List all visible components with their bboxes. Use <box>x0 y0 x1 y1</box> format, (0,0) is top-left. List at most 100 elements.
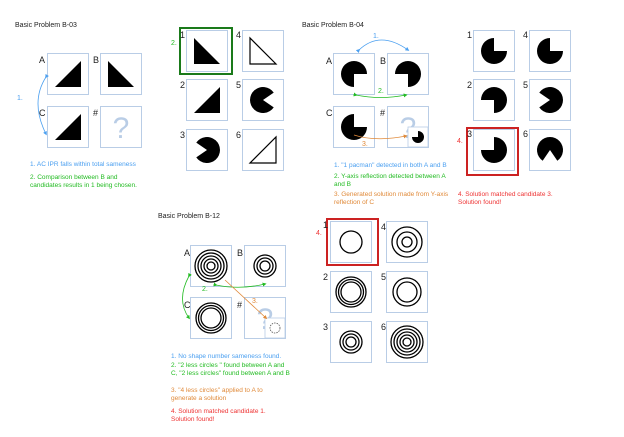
note-1: 1. No shape number sameness found. <box>171 353 282 360</box>
cell-figure <box>390 325 424 359</box>
cand-num: 3 <box>323 322 329 332</box>
cell-figure <box>391 226 423 258</box>
candidate-4 <box>242 30 284 72</box>
candidate-1 <box>186 30 228 72</box>
cell-figure <box>55 61 81 87</box>
candidate-4 <box>386 221 428 263</box>
cell-figure <box>537 137 563 161</box>
cell-figure <box>55 114 81 140</box>
candidate-3 <box>473 129 515 171</box>
solution-highlight <box>326 218 379 266</box>
cell-figure <box>195 302 227 334</box>
cell-figure <box>248 135 277 164</box>
cand-num: 2 <box>323 272 329 282</box>
cell-figure: ? <box>257 303 285 338</box>
matrix-cell-a <box>190 245 232 287</box>
matrix-cell-c <box>190 297 232 339</box>
matrix-cell-unknown: ? <box>244 297 286 339</box>
cell-figure <box>196 137 220 163</box>
label-c: C <box>39 108 46 118</box>
matrix-cell-b <box>244 245 286 287</box>
label-b: B <box>237 248 244 258</box>
cell-figure: ? <box>400 112 428 147</box>
cell-figure <box>108 61 134 87</box>
cell-figure <box>249 36 278 65</box>
arrow-marker-3: 3. <box>362 141 368 148</box>
cell-figure <box>194 249 228 283</box>
solution-highlight <box>466 127 519 176</box>
note-4: 4. Solution matched candidate 3. Solutio… <box>458 191 553 206</box>
matrix-cell-a <box>47 53 89 95</box>
cell-figure <box>481 87 507 113</box>
problem-title-b03: Basic Problem B-03 <box>15 22 77 29</box>
candidate-5 <box>386 271 428 313</box>
note-4: 4. Solution matched candidate 1. Solutio… <box>171 408 266 423</box>
cell-figure <box>481 137 507 163</box>
cand-num: 1 <box>467 30 473 40</box>
cell-figure <box>253 254 277 278</box>
cand-num: 1 <box>180 30 186 40</box>
note-1: 1. "1 pacman" detected in both A and B <box>334 162 447 169</box>
candidate-6 <box>386 321 428 363</box>
note-1: 1. AC IPR falls within total sameness <box>30 161 136 168</box>
cand-num: 5 <box>236 80 242 90</box>
chosen-highlight <box>179 27 233 75</box>
label-a: A <box>326 56 333 66</box>
label-b: B <box>93 55 100 65</box>
matrix-cell-b <box>100 53 142 95</box>
cell-figure <box>194 87 220 113</box>
arrow-marker-3: 3. <box>252 298 258 305</box>
matrix-cell-c <box>47 106 89 148</box>
matrix-cell-b <box>387 53 429 95</box>
candidate-marker: 2. <box>171 40 177 47</box>
cand-num: 6 <box>523 129 529 139</box>
cand-num: 1 <box>323 220 329 230</box>
note-3: 3. "4 less circles" applied to A to gene… <box>171 387 263 402</box>
cell-figure <box>395 61 421 87</box>
cell-figure <box>392 277 422 307</box>
matrix-cell-unknown: ? <box>387 106 429 148</box>
arrow-marker-2: 2. <box>202 286 208 293</box>
candidate-5 <box>242 79 284 121</box>
cell-figure <box>537 38 563 64</box>
label-unknown: # <box>380 108 386 118</box>
candidate-6 <box>242 129 284 171</box>
cell-figure <box>339 230 363 254</box>
label-b: B <box>380 56 387 66</box>
arrow-ac <box>37 73 49 136</box>
note-2: 2. Y-axis reflection detected between A … <box>334 173 446 188</box>
candidate-4 <box>529 30 571 72</box>
cell-figure <box>481 38 507 64</box>
label-unknown: # <box>93 108 99 118</box>
cell-figure <box>194 38 220 64</box>
cand-num: 2 <box>467 80 473 90</box>
cell-figure <box>335 276 367 308</box>
cand-num: 6 <box>381 322 387 332</box>
arrow-marker-2: 2. <box>378 88 384 95</box>
cell-figure: ? <box>113 112 130 145</box>
cand-num: 5 <box>523 80 529 90</box>
cand-num: 5 <box>381 272 387 282</box>
arrow-marker-1: 1. <box>373 33 379 40</box>
label-c: C <box>326 108 333 118</box>
cand-num: 6 <box>236 130 242 140</box>
candidate-2 <box>473 79 515 121</box>
cell-figure <box>250 87 274 113</box>
candidate-2 <box>330 271 372 313</box>
matrix-cell-c <box>333 106 375 148</box>
candidate-marker: 4. <box>457 138 463 145</box>
arrow-ac-rings <box>182 272 192 320</box>
cand-num: 4 <box>523 30 529 40</box>
cell-figure <box>341 61 367 87</box>
cand-num: 2 <box>180 80 186 90</box>
matrix-cell-a <box>333 53 375 95</box>
cand-num: 4 <box>236 30 242 40</box>
candidate-6 <box>529 129 571 171</box>
arrow-ab-1 <box>355 39 410 54</box>
note-2: 2. "2 less circles " found between A and… <box>171 362 290 377</box>
candidate-3 <box>330 321 372 363</box>
note-3: 3. Generated solution made from Y-axis r… <box>334 191 449 206</box>
candidate-marker: 4. <box>316 230 322 237</box>
candidate-1 <box>473 30 515 72</box>
